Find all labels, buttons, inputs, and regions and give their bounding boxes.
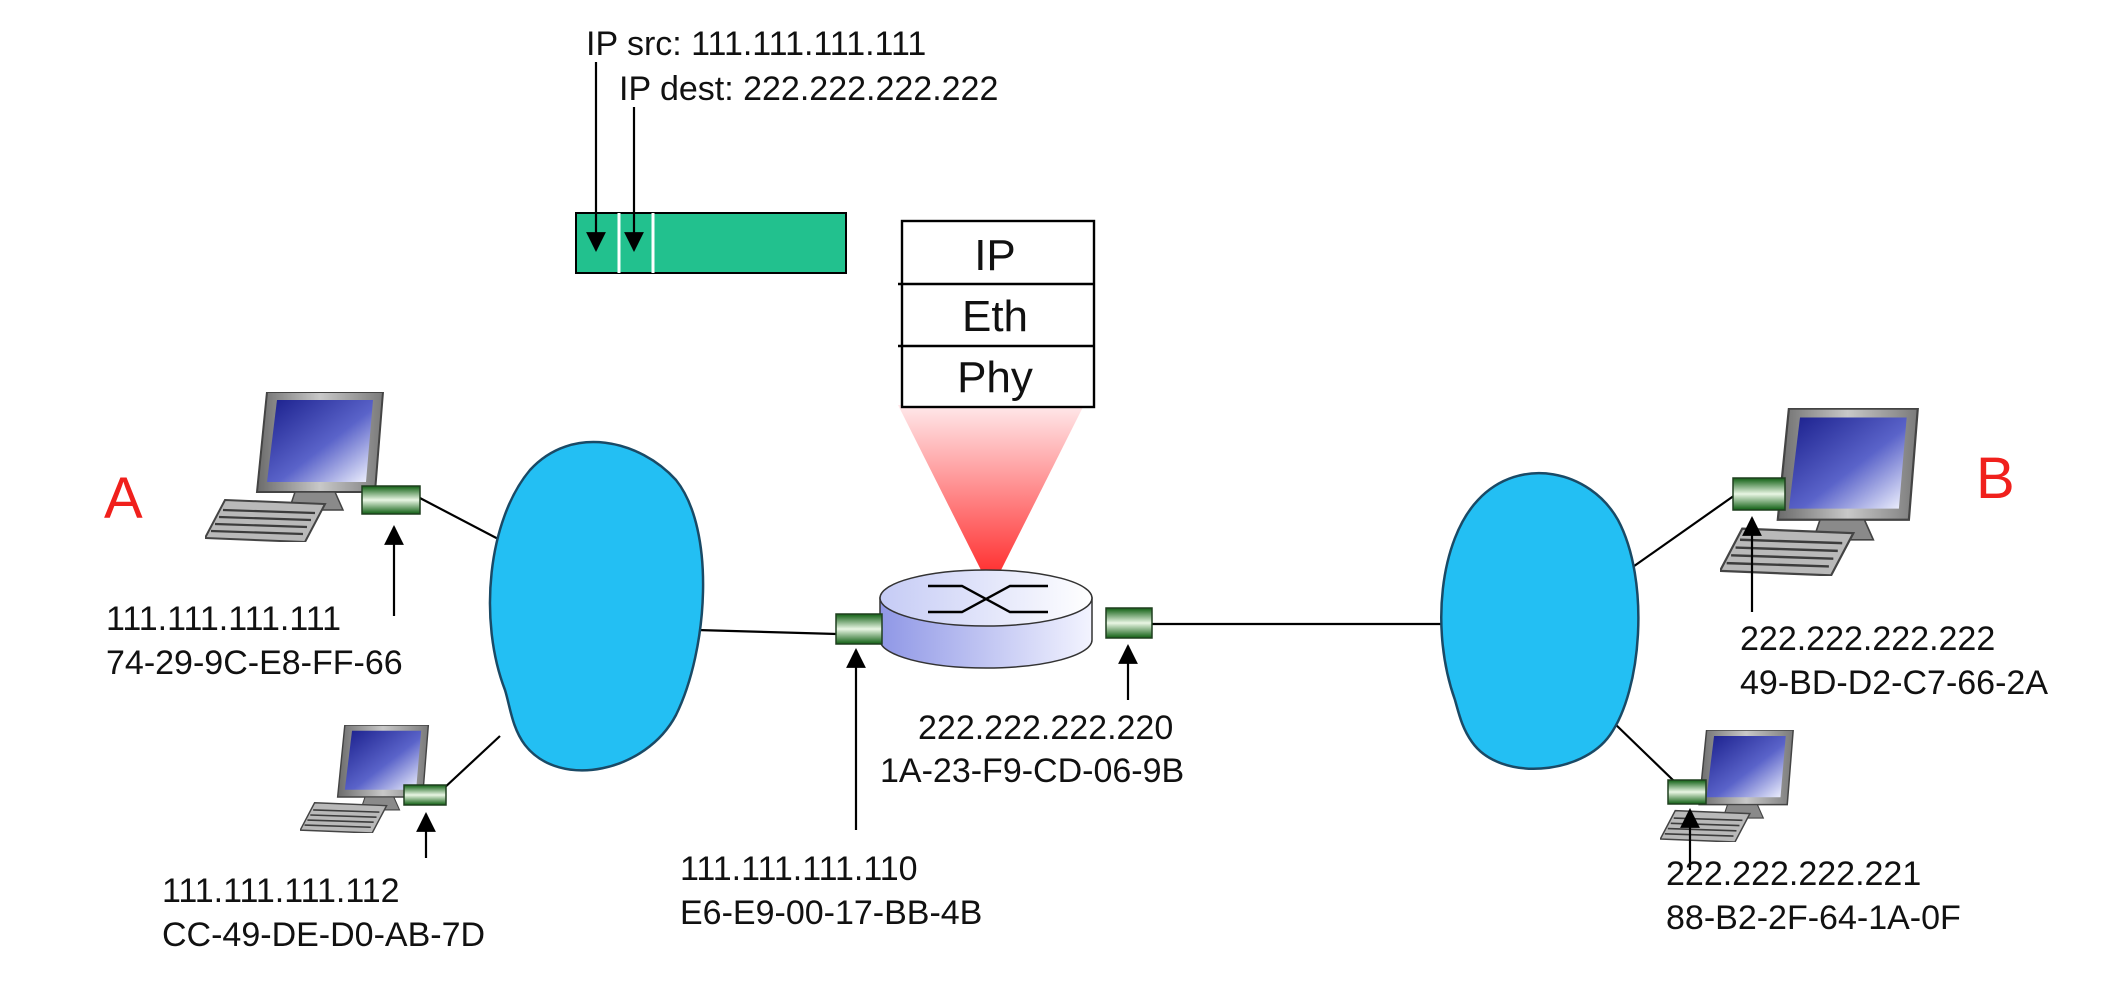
router-protocol-stack: IP Eth Phy xyxy=(898,219,1096,590)
stack-zoom-beam xyxy=(898,405,1084,590)
address-labels: 111.111.111.111 74-29-9C-E8-FF-66 111.11… xyxy=(106,600,2048,954)
host-a-mac: 74-29-9C-E8-FF-66 xyxy=(106,644,403,682)
host-b2-ip: 222.222.222.221 xyxy=(1666,855,1921,893)
router xyxy=(835,569,1153,669)
host-b2-computer xyxy=(1660,730,1795,842)
router-cross-icon xyxy=(928,584,1048,614)
host-b-computer xyxy=(1720,408,1920,576)
router-right-ip: 222.222.222.220 xyxy=(918,709,1173,747)
host-a-name: A xyxy=(104,466,143,531)
subnet-cloud-right xyxy=(1440,471,1640,770)
router-right-adapter xyxy=(1105,607,1153,639)
host-a-adapter xyxy=(361,485,421,515)
host-a2-ip: 111.111.111.112 xyxy=(162,872,400,910)
ip-datagram: IP src: 111.111.111.111 IP dest: 222.222… xyxy=(575,25,998,274)
host-b-ip: 222.222.222.222 xyxy=(1740,620,1995,658)
host-b2-mac: 88-B2-2F-64-1A-0F xyxy=(1666,899,1961,937)
adapter-pointers xyxy=(384,516,1762,870)
host-b-adapter xyxy=(1732,477,1786,511)
stack-layer-phy: Phy xyxy=(957,353,1033,402)
ip-src-label: IP src: 111.111.111.111 xyxy=(586,25,926,63)
ip-dest-label: IP dest: 222.222.222.222 xyxy=(619,70,998,108)
datagram-block xyxy=(575,212,847,274)
host-b-mac: 49-BD-D2-C7-66-2A xyxy=(1740,664,2048,702)
host-a2-computer xyxy=(300,725,447,833)
stack-layer-eth: Eth xyxy=(962,292,1028,341)
host-a2-mac: CC-49-DE-D0-AB-7D xyxy=(162,916,485,954)
subnet-cloud-left xyxy=(488,440,705,772)
host-b-name: B xyxy=(1976,446,2015,511)
router-left-adapter xyxy=(835,613,883,645)
router-left-mac: E6-E9-00-17-BB-4B xyxy=(680,894,982,932)
host-b2-adapter xyxy=(1667,779,1707,805)
host-a-ip: 111.111.111.111 xyxy=(106,600,341,638)
stack-box xyxy=(900,219,1096,409)
router-right-mac: 1A-23-F9-CD-06-9B xyxy=(880,752,1184,790)
host-a2-adapter xyxy=(403,784,447,806)
router-left-ip: 111.111.111.110 xyxy=(680,850,918,888)
stack-layer-ip: IP xyxy=(974,231,1016,280)
host-a-computer xyxy=(205,392,421,542)
